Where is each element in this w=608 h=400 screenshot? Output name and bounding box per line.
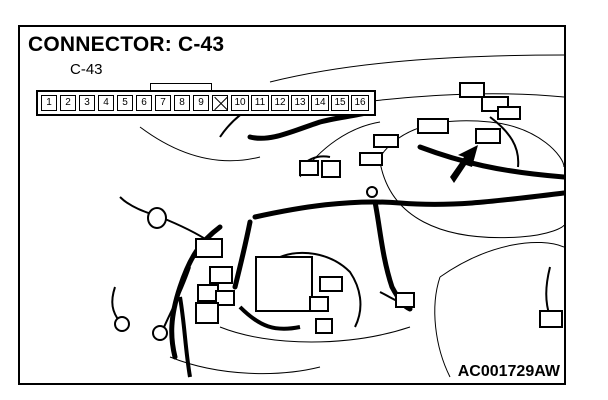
diagram-frame: CONNECTOR: C-43 C-43 1 2 3 4 5 6 7 8 9 1…	[18, 25, 566, 385]
ground-terminals	[114, 186, 378, 341]
pin-cell: 2	[60, 95, 76, 111]
pin-cell: 9	[193, 95, 209, 111]
pin-cell: 1	[41, 95, 57, 111]
pin-cell: 10	[231, 95, 249, 111]
connector-title: CONNECTOR: C-43	[28, 33, 225, 56]
pin-cell: 8	[174, 95, 190, 111]
pin-cell: 3	[79, 95, 95, 111]
pin-cell: 12	[271, 95, 289, 111]
pin-cell: 11	[251, 95, 269, 111]
upper-connectors	[299, 82, 521, 178]
pin-cell: 15	[331, 95, 349, 111]
lower-harness	[178, 296, 301, 378]
connector-label: C-43	[70, 61, 103, 78]
pin-cell: 6	[136, 95, 152, 111]
grommet	[147, 207, 167, 229]
pin-cell: 7	[155, 95, 171, 111]
pin-cell: 5	[117, 95, 133, 111]
pointer-arrow	[450, 145, 478, 183]
connector-pin-layout: 1 2 3 4 5 6 7 8 9 10 11 12 13 14 15 16	[36, 90, 376, 116]
junction-blocks	[195, 238, 563, 334]
pin-cell: 14	[311, 95, 329, 111]
wiring-harness-illustration	[111, 54, 564, 378]
pin-cell-blank	[212, 95, 228, 111]
pin-cell: 13	[291, 95, 309, 111]
main-harness	[169, 109, 564, 360]
connector-lock-tab	[150, 83, 212, 90]
pin-cell: 4	[98, 95, 114, 111]
pin-cell: 16	[351, 95, 369, 111]
image-code: AC001729AW	[455, 363, 562, 381]
